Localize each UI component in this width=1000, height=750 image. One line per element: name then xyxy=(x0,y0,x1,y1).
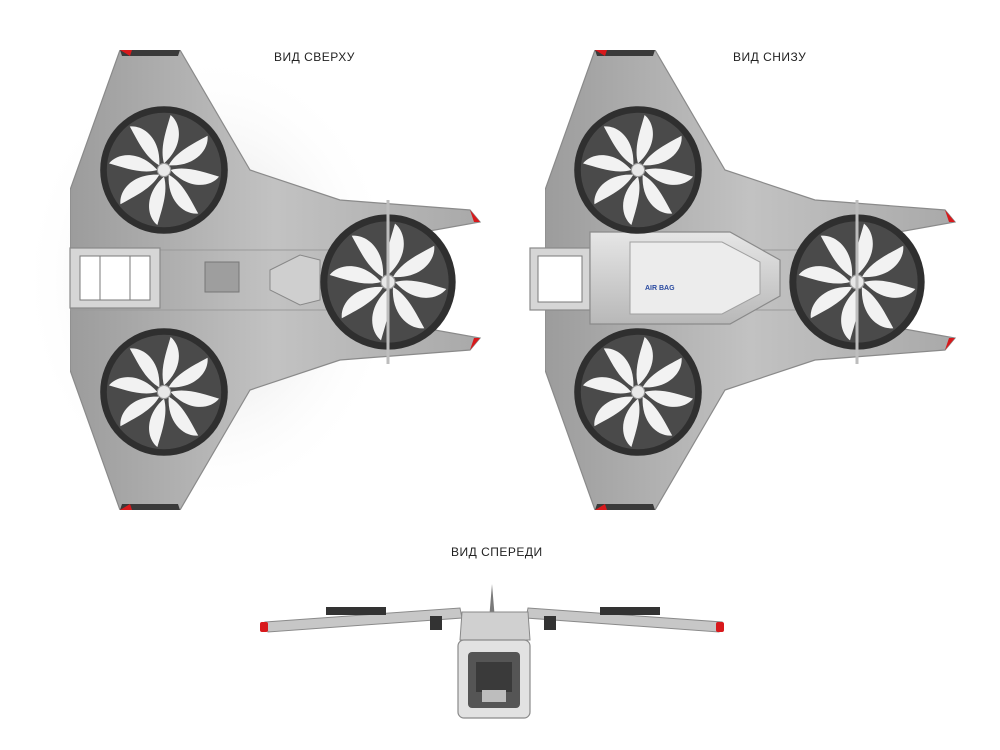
rotor-icon xyxy=(573,327,703,457)
rotor-icon xyxy=(99,105,229,235)
top-view-drawing xyxy=(20,50,481,510)
front-view-drawing xyxy=(260,584,724,719)
bottom-view-label: ВИД СНИЗУ xyxy=(733,50,807,64)
top-view-label: ВИД СВЕРХУ xyxy=(274,50,355,64)
rotor-icon xyxy=(99,327,229,457)
front-view-label: ВИД СПЕРЕДИ xyxy=(451,545,543,559)
bottom-view-drawing: AIR BAG xyxy=(529,50,956,510)
rotor-icon xyxy=(573,105,703,235)
airbag-decal: AIR BAG xyxy=(645,285,675,292)
